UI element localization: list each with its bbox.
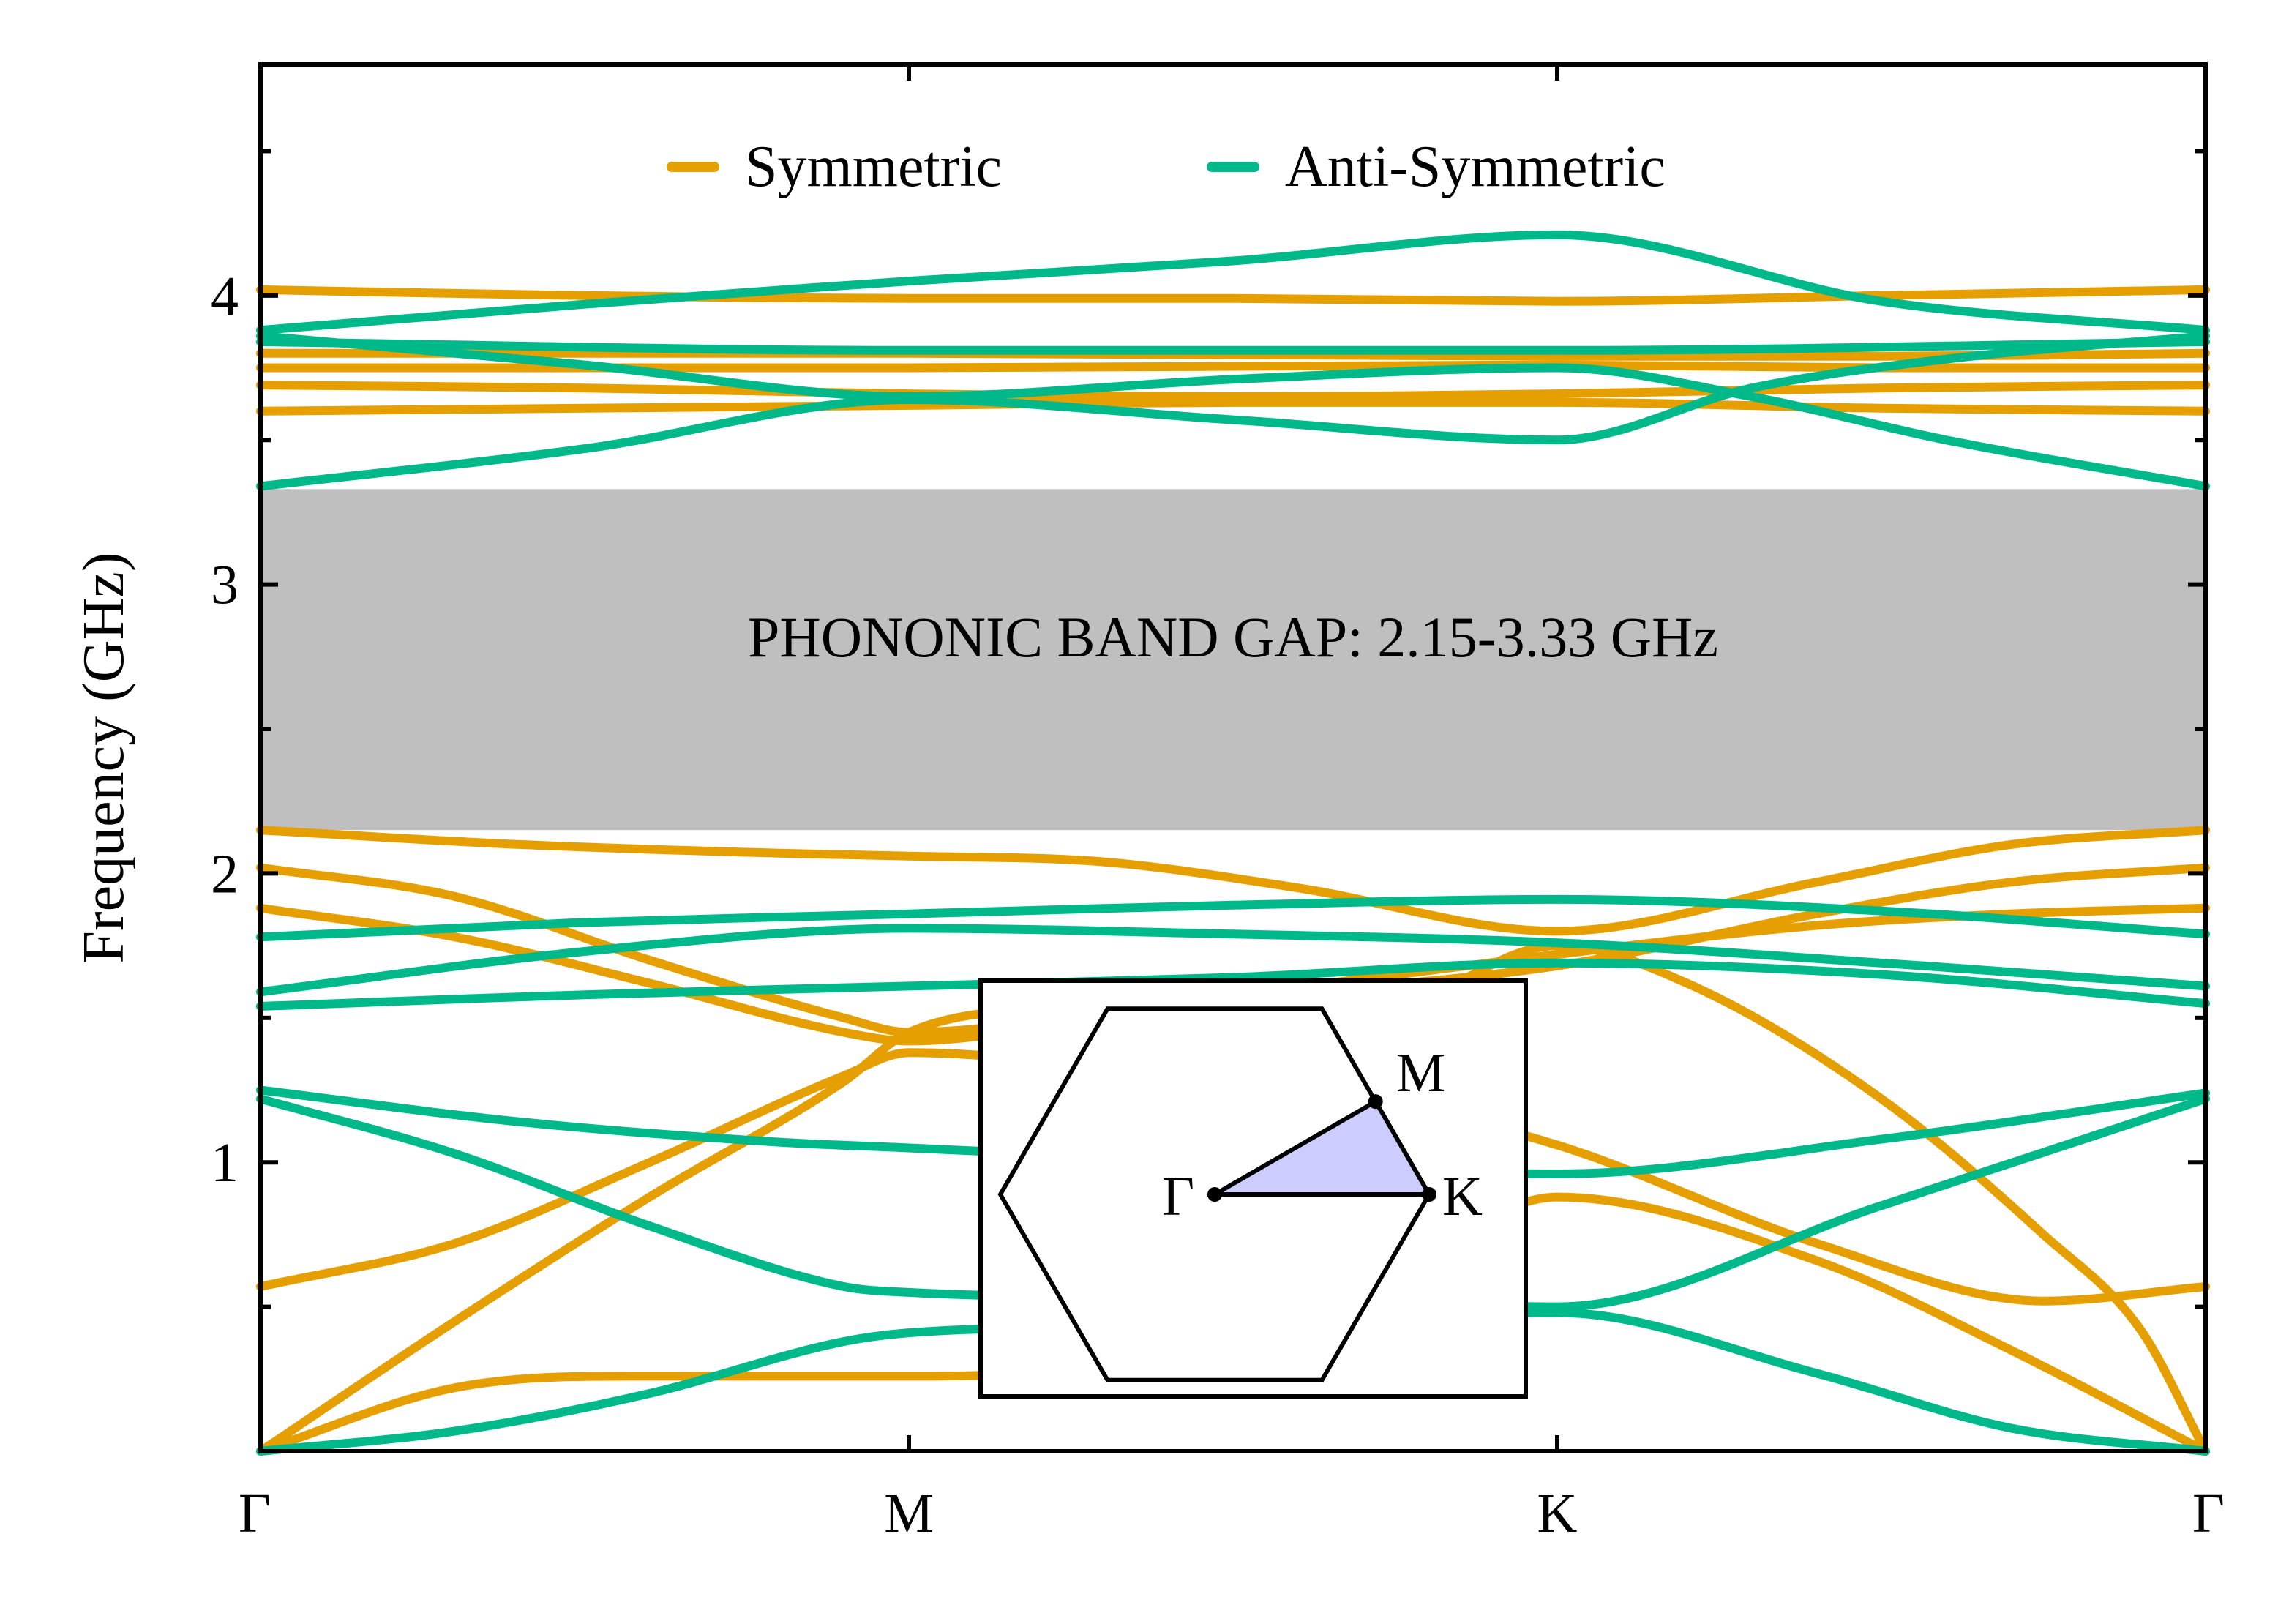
legend-label-anti-symmetric: Anti-Symmetric bbox=[1285, 135, 1666, 199]
brillouin-zone-inset: Γ M K bbox=[978, 978, 1528, 1399]
y-tick-label: 4 bbox=[211, 266, 239, 327]
band-gap-label: PHONONIC BAND GAP: 2.15-3.33 GHz bbox=[748, 605, 1718, 669]
symmetric-band-line-6 bbox=[256, 826, 2210, 936]
x-tick-label: Γ bbox=[239, 1483, 271, 1544]
anti-symmetric-band-line-1 bbox=[256, 230, 2210, 335]
y-tick-label: 3 bbox=[211, 555, 239, 616]
symmetric-band-line-4 bbox=[256, 381, 2210, 401]
y-tick-label: 1 bbox=[211, 1132, 239, 1194]
x-tick-label: Γ bbox=[2192, 1483, 2225, 1544]
symmetric-band-line-5 bbox=[256, 397, 2210, 416]
inset-point-k bbox=[1422, 1187, 1436, 1202]
band-gap-layer: PHONONIC BAND GAP: 2.15-3.33 GHz bbox=[261, 489, 2206, 831]
anti-symmetric-band-line-4 bbox=[256, 332, 2210, 491]
inset-label-m: M bbox=[1396, 1042, 1446, 1104]
inset-point-m bbox=[1368, 1094, 1383, 1110]
symmetric-band-line-1 bbox=[256, 285, 2210, 306]
brillouin-zone-hexagon bbox=[997, 1006, 1432, 1382]
x-tick-label: M bbox=[884, 1483, 934, 1544]
y-tick-label: 2 bbox=[211, 843, 239, 905]
anti-symmetric-band-line-7 bbox=[256, 958, 2210, 1011]
inset-point-gamma bbox=[1207, 1187, 1222, 1202]
inset-label-k: K bbox=[1442, 1166, 1483, 1227]
plot-frame bbox=[258, 62, 2208, 1453]
anti-symmetric-band-line-2 bbox=[256, 337, 2210, 355]
inset-label-gamma: Γ bbox=[1162, 1166, 1194, 1227]
legend-label-symmetric: Symmetric bbox=[745, 135, 1002, 199]
anti-symmetric-band-line-3 bbox=[256, 332, 2210, 491]
x-tick-label: K bbox=[1537, 1483, 1578, 1544]
irreducible-zone-triangle bbox=[1206, 1099, 1434, 1197]
legend-layer: Symmetric Anti-Symmetric bbox=[667, 135, 1666, 199]
band-gap-region bbox=[261, 489, 2206, 831]
anti-symmetric-band-line-5 bbox=[256, 894, 2210, 942]
y-axis-label: Frequency (GHz) bbox=[72, 553, 136, 964]
anti-symmetric-band-line-6 bbox=[256, 924, 2210, 997]
